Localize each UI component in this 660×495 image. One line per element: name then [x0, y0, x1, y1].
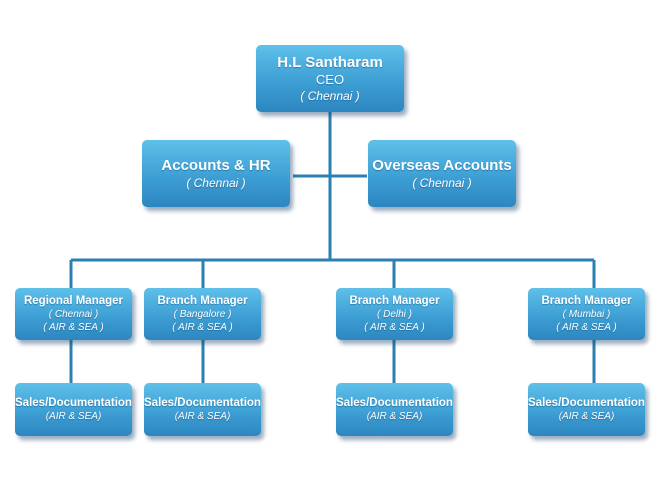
ceo-name: H.L Santharam	[277, 54, 383, 71]
manager-mode: ( AIR & SEA )	[556, 322, 617, 333]
manager-node-chennai: Regional Manager ( Chennai ) ( AIR & SEA…	[15, 288, 132, 340]
sales-mode: (AIR & SEA)	[174, 411, 231, 422]
sales-mode: (AIR & SEA)	[558, 411, 615, 422]
manager-title: Regional Manager	[23, 295, 124, 307]
overseas-accounts-location: ( Chennai )	[412, 176, 472, 190]
sales-mode: (AIR & SEA)	[366, 411, 423, 422]
ceo-location: ( Chennai )	[300, 89, 360, 103]
sales-node-1: Sales/Documentation (AIR & SEA)	[15, 383, 132, 436]
manager-location: ( Bangalore )	[173, 309, 232, 320]
ceo-title: CEO	[315, 72, 345, 87]
ceo-node: H.L Santharam CEO ( Chennai )	[256, 45, 404, 112]
manager-node-bangalore: Branch Manager ( Bangalore ) ( AIR & SEA…	[144, 288, 261, 340]
sales-title: Sales/Documentation	[144, 397, 261, 409]
sales-title: Sales/Documentation	[336, 397, 453, 409]
manager-title: Branch Manager	[157, 295, 248, 307]
manager-location: ( Delhi )	[376, 309, 412, 320]
manager-title: Branch Manager	[349, 295, 440, 307]
manager-title: Branch Manager	[541, 295, 632, 307]
manager-node-mumbai: Branch Manager ( Mumbai ) ( AIR & SEA )	[528, 288, 645, 340]
accounts-hr-name: Accounts & HR	[161, 157, 271, 174]
accounts-hr-location: ( Chennai )	[186, 176, 246, 190]
accounts-hr-node: Accounts & HR ( Chennai )	[142, 140, 290, 207]
manager-location: ( Mumbai )	[562, 309, 611, 320]
sales-mode: (AIR & SEA)	[45, 411, 102, 422]
overseas-accounts-node: Overseas Accounts ( Chennai )	[368, 140, 516, 207]
sales-title: Sales/Documentation	[15, 397, 132, 409]
overseas-accounts-name: Overseas Accounts	[372, 157, 512, 174]
sales-title: Sales/Documentation	[528, 397, 645, 409]
manager-mode: ( AIR & SEA )	[43, 322, 104, 333]
manager-mode: ( AIR & SEA )	[172, 322, 233, 333]
manager-node-delhi: Branch Manager ( Delhi ) ( AIR & SEA )	[336, 288, 453, 340]
manager-mode: ( AIR & SEA )	[364, 322, 425, 333]
manager-location: ( Chennai )	[48, 309, 99, 320]
sales-node-4: Sales/Documentation (AIR & SEA)	[528, 383, 645, 436]
sales-node-2: Sales/Documentation (AIR & SEA)	[144, 383, 261, 436]
sales-node-3: Sales/Documentation (AIR & SEA)	[336, 383, 453, 436]
